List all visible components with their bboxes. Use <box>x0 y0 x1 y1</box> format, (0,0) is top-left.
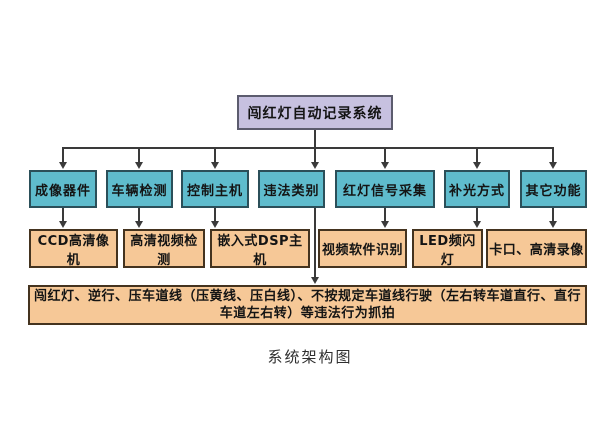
connector-drop-4 <box>314 147 316 163</box>
arrow-down-icon <box>473 162 481 169</box>
connector-distribution-bar <box>62 147 554 149</box>
connector-impl-2 <box>138 208 140 222</box>
module-box-other-functions: 其它功能 <box>520 170 587 208</box>
arrow-down-icon <box>381 162 389 169</box>
connector-impl-3 <box>214 208 216 222</box>
violation-detail-box: 闯红灯、逆行、压车道线（压黄线、压白线）、不按规定车道线行驶（左右转车道直行、直… <box>28 285 587 325</box>
violation-detail-line1: 闯红灯、逆行、压车道线（压黄线、压白线）、不按规定车道线行驶（左右转车道直行、直… <box>33 289 581 304</box>
arrow-down-icon <box>473 221 481 228</box>
connector-drop-6 <box>476 147 478 163</box>
connector-drop-2 <box>138 147 140 163</box>
connector-impl-5 <box>476 208 478 222</box>
connector-impl-6 <box>552 208 554 222</box>
arrow-down-icon <box>211 221 219 228</box>
arrow-down-icon <box>59 162 67 169</box>
diagram-caption: 系统架构图 <box>267 348 353 366</box>
connector-impl-4 <box>384 208 386 222</box>
arrow-down-icon <box>211 162 219 169</box>
arrow-down-icon <box>381 221 389 228</box>
root-box-system-title: 闯红灯自动记录系统 <box>237 95 393 130</box>
module-box-imaging-device: 成像器件 <box>29 170 97 208</box>
connector-drop-3 <box>214 147 216 163</box>
arrow-down-icon <box>549 162 557 169</box>
impl-box-ccd-camera: CCD高清像机 <box>29 229 118 268</box>
module-box-fill-light: 补光方式 <box>444 170 510 208</box>
connector-impl-1 <box>62 208 64 222</box>
module-box-violation-type: 违法类别 <box>258 170 325 208</box>
connector-root-stem <box>314 130 316 148</box>
impl-box-checkpoint-hd-recording: 卡口、高清录像 <box>486 229 587 268</box>
module-box-vehicle-detection: 车辆检测 <box>106 170 173 208</box>
arrow-down-icon <box>135 221 143 228</box>
violation-detail-line2: 车道左右转）等违法行为抓拍 <box>219 306 396 321</box>
connector-violation-detail <box>314 208 316 278</box>
arrow-down-icon <box>311 162 319 169</box>
arrow-down-icon <box>549 221 557 228</box>
connector-drop-7 <box>552 147 554 163</box>
impl-box-hd-video-detection: 高清视频检测 <box>123 229 205 268</box>
connector-drop-1 <box>62 147 64 163</box>
impl-box-led-strobe: LED频闪灯 <box>412 229 483 268</box>
impl-box-embedded-dsp-host: 嵌入式DSP主机 <box>210 229 310 268</box>
module-box-redlight-signal: 红灯信号采集 <box>335 170 435 208</box>
connector-drop-5 <box>384 147 386 163</box>
impl-box-video-software-recognition: 视频软件识别 <box>318 229 407 268</box>
module-box-control-host: 控制主机 <box>181 170 249 208</box>
arrow-down-icon <box>135 162 143 169</box>
arrow-down-icon <box>59 221 67 228</box>
arrow-down-icon <box>311 277 319 284</box>
